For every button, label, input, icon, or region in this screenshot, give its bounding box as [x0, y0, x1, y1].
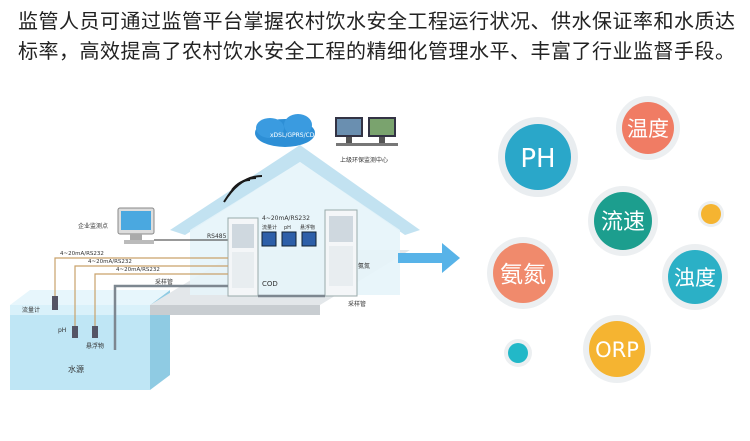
sensor-probes	[52, 296, 98, 338]
param-ammonia: 氨氮	[487, 237, 559, 309]
param-turbidity: 浊度	[662, 244, 728, 310]
enterprise-label: 企业监测点	[78, 222, 108, 230]
protocol-top-label: 4~20mA/RS232	[262, 215, 310, 222]
protocol-line-1: 4~20mA/RS232	[60, 251, 104, 257]
flowmeter-label: 流量计	[22, 306, 40, 314]
ph-label: pH	[58, 327, 66, 334]
rs485-label: RS485	[207, 233, 227, 240]
monitoring-system-diagram: xDSL/GPRS/CDMA 上级环保监测中心 企业监测点 RS485	[10, 114, 420, 390]
wireless-signal-icon	[223, 175, 263, 203]
param-orp-label: ORP	[595, 338, 639, 362]
param-temperature-label: 温度	[627, 117, 669, 141]
protocol-line-3: 4~20mA/RS232	[116, 267, 160, 273]
ammonia-label: 氨氮	[358, 262, 370, 270]
cod-label: COD	[262, 280, 278, 288]
param-ph-label: PH	[520, 144, 555, 174]
monitoring-center-screens	[335, 117, 398, 146]
parameter-bubbles: PH 温度 流速 氨氮 浊度 ORP	[398, 96, 728, 383]
sampling-pipe-label-2: 采样管	[348, 300, 366, 308]
param-ph: PH	[498, 117, 578, 197]
sampling-pipe-label-1: 采样管	[155, 278, 173, 286]
enterprise-computer	[117, 207, 155, 244]
param-ammonia-label: 氨氮	[500, 262, 546, 288]
param-flow-rate: 流速	[588, 186, 658, 256]
param-flow-rate-label: 流速	[601, 210, 645, 235]
param-temperature: 温度	[616, 96, 680, 160]
flowmeter-inner-label: 流量计	[262, 224, 277, 231]
center-label: 上级环保监测中心	[340, 156, 388, 164]
param-orp: ORP	[583, 315, 651, 383]
analyzer-cabinet-left	[227, 217, 259, 297]
ph-inner-label: pH	[284, 225, 291, 231]
turbidity-inner-label: 悬浮物	[300, 224, 315, 231]
water-pool	[10, 290, 170, 390]
signal-cables	[54, 257, 228, 330]
param-turbidity-label: 浊度	[674, 266, 716, 290]
accent-dot-orange	[698, 201, 724, 227]
intro-paragraph: 监管人员可通过监管平台掌握农村饮水安全工程运行状况、供水保证率和水质达标率，高效…	[18, 9, 736, 63]
wall-instruments	[261, 231, 317, 247]
analyzer-cabinet-right	[324, 209, 358, 297]
protocol-line-2: 4~20mA/RS232	[88, 259, 132, 265]
cloud-label: xDSL/GPRS/CDMA	[270, 132, 325, 139]
sampling-pipes	[113, 284, 325, 350]
accent-dot-teal	[504, 339, 532, 367]
network-cloud	[255, 114, 315, 147]
suspended-label: 悬浮物	[86, 342, 104, 350]
water-source-label: 水源	[68, 364, 84, 374]
flow-arrow-icon	[398, 243, 460, 273]
